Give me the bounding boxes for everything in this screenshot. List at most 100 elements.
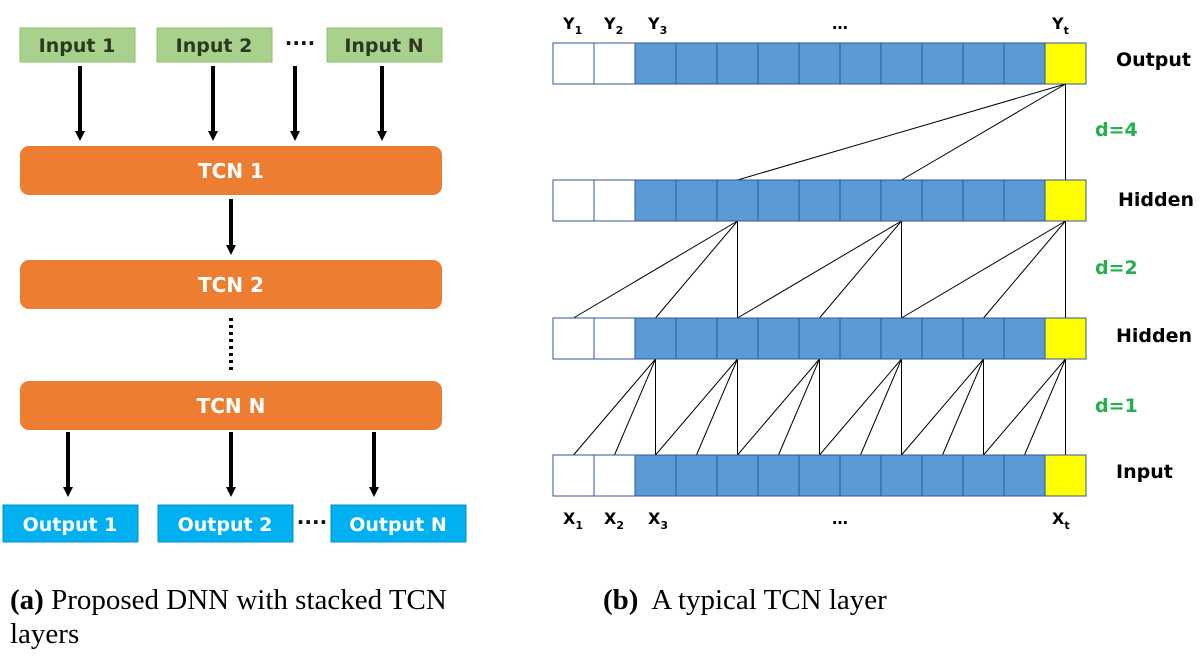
- hidden-row-1-cell-7: [798, 179, 841, 222]
- top-ellipsis: …: [832, 14, 848, 33]
- caption-b: (b) A typical TCN layer: [603, 584, 887, 616]
- sequence-rows: [552, 42, 1087, 497]
- dilation-label-2: d=2: [1095, 257, 1138, 279]
- output-row-cell-3: [634, 42, 677, 85]
- hidden-row-2-cell-13: [1044, 317, 1087, 360]
- input-row-cell-5: [716, 454, 759, 497]
- dilation-2-edge: [901, 220, 1066, 319]
- dilation-1-edge: [737, 358, 820, 456]
- output-label-1: Output 1: [23, 514, 118, 536]
- input-label-1: Input 1: [39, 35, 116, 57]
- input-row-cell-6: [757, 454, 800, 497]
- caption-a-line2: layers: [10, 618, 79, 650]
- captions: (a) Proposed DNN with stacked TCN layers…: [10, 584, 887, 650]
- hidden-row-1-cell-12: [1003, 179, 1046, 222]
- dilation-2-edge: [983, 220, 1066, 319]
- input-row-cell-9: [880, 454, 923, 497]
- dilation-2-edge: [655, 220, 738, 319]
- output-dots: ····: [297, 510, 327, 534]
- input-label-n: Input N: [344, 35, 423, 57]
- hidden-row-2-cell-11: [962, 317, 1005, 360]
- hidden-row-2-cell-1: [552, 317, 595, 360]
- dilation-1-edge: [901, 358, 984, 456]
- output-label-2: Output 2: [178, 514, 273, 536]
- hidden-row-2-cell-12: [1003, 317, 1046, 360]
- hidden-row-2-cell-2: [593, 317, 636, 360]
- hidden-row-1-cell-13: [1044, 179, 1087, 222]
- hidden-row-2-cell-6: [757, 317, 800, 360]
- hidden-row-1-cell-1: [552, 179, 595, 222]
- output-row-cell-5: [716, 42, 759, 85]
- input-row-cell-7: [798, 454, 841, 497]
- dilation-1-edge: [1024, 358, 1066, 456]
- input-row-cell-4: [675, 454, 718, 497]
- dilation-4-edge: [901, 83, 1066, 181]
- hidden-row-2-cell-7: [798, 317, 841, 360]
- output-row-cell-10: [921, 42, 964, 85]
- top-label-y1: Y1: [562, 14, 582, 37]
- hidden-row-2-cell-5: [716, 317, 759, 360]
- input-row-cell-1: [552, 454, 595, 497]
- hidden-row-2-cell-4: [675, 317, 718, 360]
- hidden-row-1-cell-10: [921, 179, 964, 222]
- dilation-connections: [573, 83, 1066, 456]
- output-row-cell-12: [1003, 42, 1046, 85]
- input-label-2: Input 2: [176, 35, 253, 57]
- hidden-row-2-cell-9: [880, 317, 923, 360]
- hidden-row-1-cell-2: [593, 179, 636, 222]
- hidden-row-1-cell-3: [634, 179, 677, 222]
- hidden-row-1-cell-8: [839, 179, 882, 222]
- input-row-cell-12: [1003, 454, 1046, 497]
- tcn-label-1: TCN 1: [198, 159, 264, 183]
- tcn-layer-n: [20, 381, 442, 430]
- hidden-row-1-cell-6: [757, 179, 800, 222]
- bottom-label-x3: X3: [648, 509, 668, 532]
- bottom-ellipsis: …: [832, 509, 848, 528]
- hidden-row-2: [552, 317, 1087, 360]
- hidden-row-2-cell-10: [921, 317, 964, 360]
- output-row-cell-7: [798, 42, 841, 85]
- dilation-1-edge: [983, 358, 1066, 456]
- row-label-input: Input: [1116, 461, 1173, 483]
- input-row-cell-13: [1044, 454, 1087, 497]
- top-label-y2: Y2: [603, 14, 623, 37]
- dilation-label-4: d=4: [1095, 119, 1138, 141]
- panel-b: Y1 Y2 Y3 … Yt X1 X2 X3 … Xt Output Hidde…: [552, 14, 1194, 532]
- hidden-row-2-cell-8: [839, 317, 882, 360]
- output-box-1: [2, 504, 139, 543]
- input-row-cell-2: [593, 454, 636, 497]
- output-arrows: [63, 432, 379, 497]
- hidden-row-1: [552, 179, 1087, 222]
- output-box-2: [157, 504, 294, 543]
- input-dots: ····: [285, 31, 315, 55]
- dilation-1-edge: [778, 358, 820, 456]
- bottom-label-x1: X1: [563, 509, 583, 532]
- tcn-label-2: TCN 2: [198, 273, 264, 297]
- output-row-cell-2: [593, 42, 636, 85]
- dilation-1-edge: [942, 358, 984, 456]
- tcn-layer-2: [20, 260, 442, 309]
- output-box-n: [330, 504, 467, 543]
- hidden-row-1-cell-4: [675, 179, 718, 222]
- input-row-cell-3: [634, 454, 677, 497]
- top-label-yt: Yt: [1051, 14, 1069, 37]
- hidden-row-1-cell-9: [880, 179, 923, 222]
- dilation-1-edge: [860, 358, 902, 456]
- output-row-cell-13: [1044, 42, 1087, 85]
- row-label-output: Output: [1116, 49, 1191, 71]
- hidden-row-1-cell-5: [716, 179, 759, 222]
- output-label-n: Output N: [349, 514, 447, 536]
- dilation-2-edge: [573, 220, 738, 319]
- output-row-cell-4: [675, 42, 718, 85]
- top-sequence-labels: Y1 Y2 Y3 … Yt: [562, 14, 1069, 37]
- input-row-cell-11: [962, 454, 1005, 497]
- dilation-1-edge: [573, 358, 656, 456]
- hidden-row-2-cell-3: [634, 317, 677, 360]
- dilation-2-edge: [737, 220, 902, 319]
- output-row-cell-1: [552, 42, 595, 85]
- input-row: [552, 454, 1087, 497]
- output-row-cell-8: [839, 42, 882, 85]
- output-row-cell-11: [962, 42, 1005, 85]
